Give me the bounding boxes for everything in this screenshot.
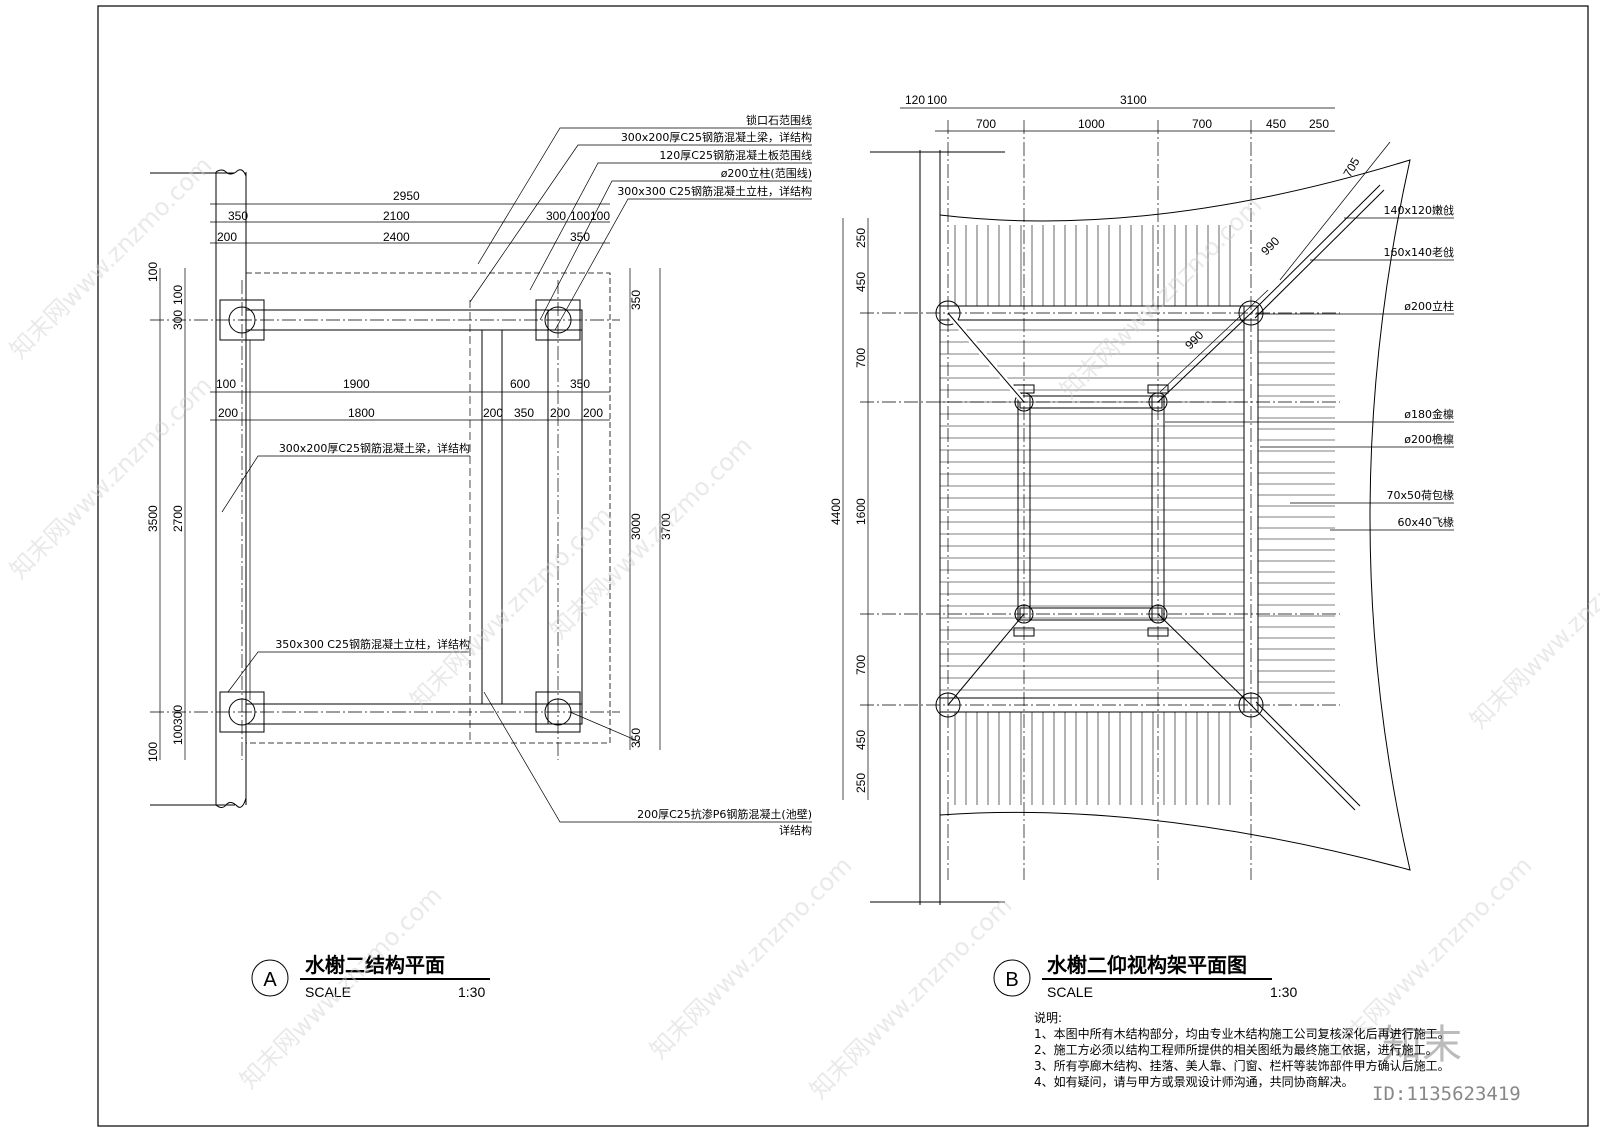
dim-a-100b: 100 [590, 209, 610, 223]
dim-a-l3500: 3500 [146, 505, 160, 532]
dim-b-100: 100 [927, 93, 947, 107]
watermark-layer: 知末网www.znzmo.com 知末网www.znzmo.com 知末网www… [4, 151, 1600, 1105]
leader-b-7: 60x40飞椽 [1397, 516, 1454, 529]
watermark-text-6: 知末网www.znzmo.com [644, 851, 857, 1064]
dim-a-l2700: 2700 [171, 505, 185, 532]
drawing-b-scale-label: SCALE [1047, 984, 1093, 1000]
leader-a-3: 120厚C25钢筋混凝土板范围线 [659, 148, 812, 162]
watermark-text-10: 知末网www.znzmo.com [1464, 521, 1600, 734]
dim-a-m200: 200 [218, 406, 238, 420]
leader-a-5: 300x300 C25钢筋混凝土立柱，详结构 [617, 184, 812, 198]
dim-a-r350b: 350 [629, 728, 643, 748]
dim-b-l450b: 450 [854, 730, 868, 750]
note-item: 2、施工方必须以结构工程师所提供的相关图纸为最终施工依据，进行施工。 [1034, 1043, 1438, 1057]
leader-b-3: ø200立柱 [1404, 299, 1454, 313]
dim-a-r3700: 3700 [659, 513, 673, 540]
dim-a-l300: 300 [171, 310, 185, 330]
sheet-border [97, 5, 1589, 1127]
dim-a-m1800: 1800 [348, 406, 375, 420]
leader-a-column: 350x300 C25钢筋混凝土立柱，详结构 [275, 637, 470, 651]
dim-b-700b: 700 [1192, 117, 1212, 131]
drawing-a-plan [150, 127, 812, 823]
drawing-a-label: A [263, 969, 277, 991]
dim-a-m200c: 200 [550, 406, 570, 420]
dim-b-120: 120 [905, 93, 925, 107]
dim-a-2100: 2100 [383, 209, 410, 223]
drawing-b-title: 水榭二仰视构架平面图 [1047, 953, 1247, 977]
dim-a-l100: 100 [146, 262, 160, 282]
leader-b-5: ø200檐檩 [1404, 432, 1454, 446]
drawing-b-dimensions: 120 100 3100 700 1000 700 450 250 250 45… [829, 93, 1363, 793]
note-item: 3、所有亭廊木结构、挂落、美人靠、门窗、栏杆等装饰部件甲方确认后施工。 [1034, 1059, 1450, 1073]
title-block-b: B 水榭二仰视构架平面图 SCALE 1:30 [993, 953, 1297, 1000]
dim-a-r350: 350 [629, 290, 643, 310]
dim-b-1000: 1000 [1078, 117, 1105, 131]
dim-a-100: 100 [570, 209, 590, 223]
drawing-a-dimensions: 2950 350 2100 300 100 100 200 2400 350 1… [146, 189, 673, 762]
notes-heading: 说明: [1034, 1011, 1063, 1025]
leader-a-4: ø200立柱(范围线) [721, 166, 812, 180]
dim-a-l100c: 100 [171, 725, 185, 745]
leader-a-wall: 200厚C25抗渗P6钢筋混凝土(池壁) [637, 807, 812, 821]
title-block-a: A 水榭二结构平面 SCALE 1:30 [251, 953, 490, 1000]
dim-b-705: 705 [1340, 155, 1362, 180]
watermark-text-1: 知末网www.znzmo.com [4, 151, 217, 364]
drawing-a-scale-value: 1:30 [458, 984, 485, 1000]
dim-b-l700: 700 [854, 348, 868, 368]
brand-watermark: 知末 [1382, 1022, 1462, 1068]
dim-a-l100d: 100 [146, 742, 160, 762]
watermark-text-7: 知末网www.znzmo.com [1054, 191, 1267, 404]
drawing-a-leaders: 锁口石范围线 300x200厚C25钢筋混凝土梁，详结构 120厚C25钢筋混凝… [275, 113, 812, 837]
dim-a-r3000: 3000 [629, 513, 643, 540]
dim-a-l100b: 100 [171, 285, 185, 305]
dim-a-350b: 350 [570, 230, 590, 244]
dim-a-350: 350 [228, 209, 248, 223]
note-item: 1、本图中所有木结构部分，均由专业木结构施工公司复核深化后再进行施工。 [1034, 1027, 1450, 1041]
drawing-b-label: B [1005, 969, 1018, 991]
watermark-text-2: 知末网www.znzmo.com [4, 371, 217, 584]
dim-b-250: 250 [1309, 117, 1329, 131]
dim-b-l700b: 700 [854, 655, 868, 675]
dim-b-990: 990 [1258, 234, 1282, 258]
dim-a-m350: 350 [570, 377, 590, 391]
dim-b-l250: 250 [854, 228, 868, 248]
leader-a-wall-2: 详结构 [779, 823, 812, 837]
id-watermark: ID:1135623419 [1372, 1083, 1521, 1105]
drawing-b-plan [842, 107, 1454, 905]
leader-b-4: ø180金檩 [1404, 407, 1454, 421]
dim-b-990b: 990 [1182, 328, 1206, 352]
dim-a-300: 300 [546, 209, 566, 223]
dim-a-200: 200 [217, 230, 237, 244]
dim-a-2400: 2400 [383, 230, 410, 244]
dim-b-l1600: 1600 [854, 498, 868, 525]
watermark-text-8: 知末网www.znzmo.com [804, 891, 1017, 1104]
dim-b-l450: 450 [854, 272, 868, 292]
drawing-a-title: 水榭二结构平面 [305, 953, 445, 977]
dim-b-l250b: 250 [854, 773, 868, 793]
leader-b-6: 70x50荷包椽 [1386, 489, 1454, 502]
leader-a-beam: 300x200厚C25钢筋混凝土梁，详结构 [279, 441, 470, 455]
dim-a-m100: 100 [216, 377, 236, 391]
dim-a-m200d: 200 [583, 406, 603, 420]
leader-b-1: 140x120嫩戗 [1383, 203, 1454, 217]
drawing-b-scale-value: 1:30 [1270, 984, 1297, 1000]
dim-b-700: 700 [976, 117, 996, 131]
dim-a-m200b: 200 [483, 406, 503, 420]
notes-block: 说明: 1、本图中所有木结构部分，均由专业木结构施工公司复核深化后再进行施工。 … [1034, 1010, 1554, 1090]
leader-a-2: 300x200厚C25钢筋混凝土梁，详结构 [621, 130, 812, 144]
dim-a-m350b: 350 [514, 406, 534, 420]
dim-b-450: 450 [1266, 117, 1286, 131]
dim-b-l4400: 4400 [829, 498, 843, 525]
dim-b-3100: 3100 [1120, 93, 1147, 107]
note-item: 4、如有疑问，请与甲方或景观设计师沟通，共同协商解决。 [1034, 1075, 1354, 1089]
dim-a-2950: 2950 [393, 189, 420, 203]
dim-a-l300b: 300 [171, 705, 185, 725]
drawing-a-scale-label: SCALE [305, 984, 351, 1000]
drawing-b-leaders: 140x120嫩戗 160x140老戗 ø200立柱 ø180金檩 ø200檐檩… [1383, 203, 1454, 529]
leader-a-1: 锁口石范围线 [746, 113, 812, 127]
dim-a-m600: 600 [510, 377, 530, 391]
dim-a-m1900: 1900 [343, 377, 370, 391]
leader-b-2: 160x140老戗 [1383, 246, 1454, 259]
